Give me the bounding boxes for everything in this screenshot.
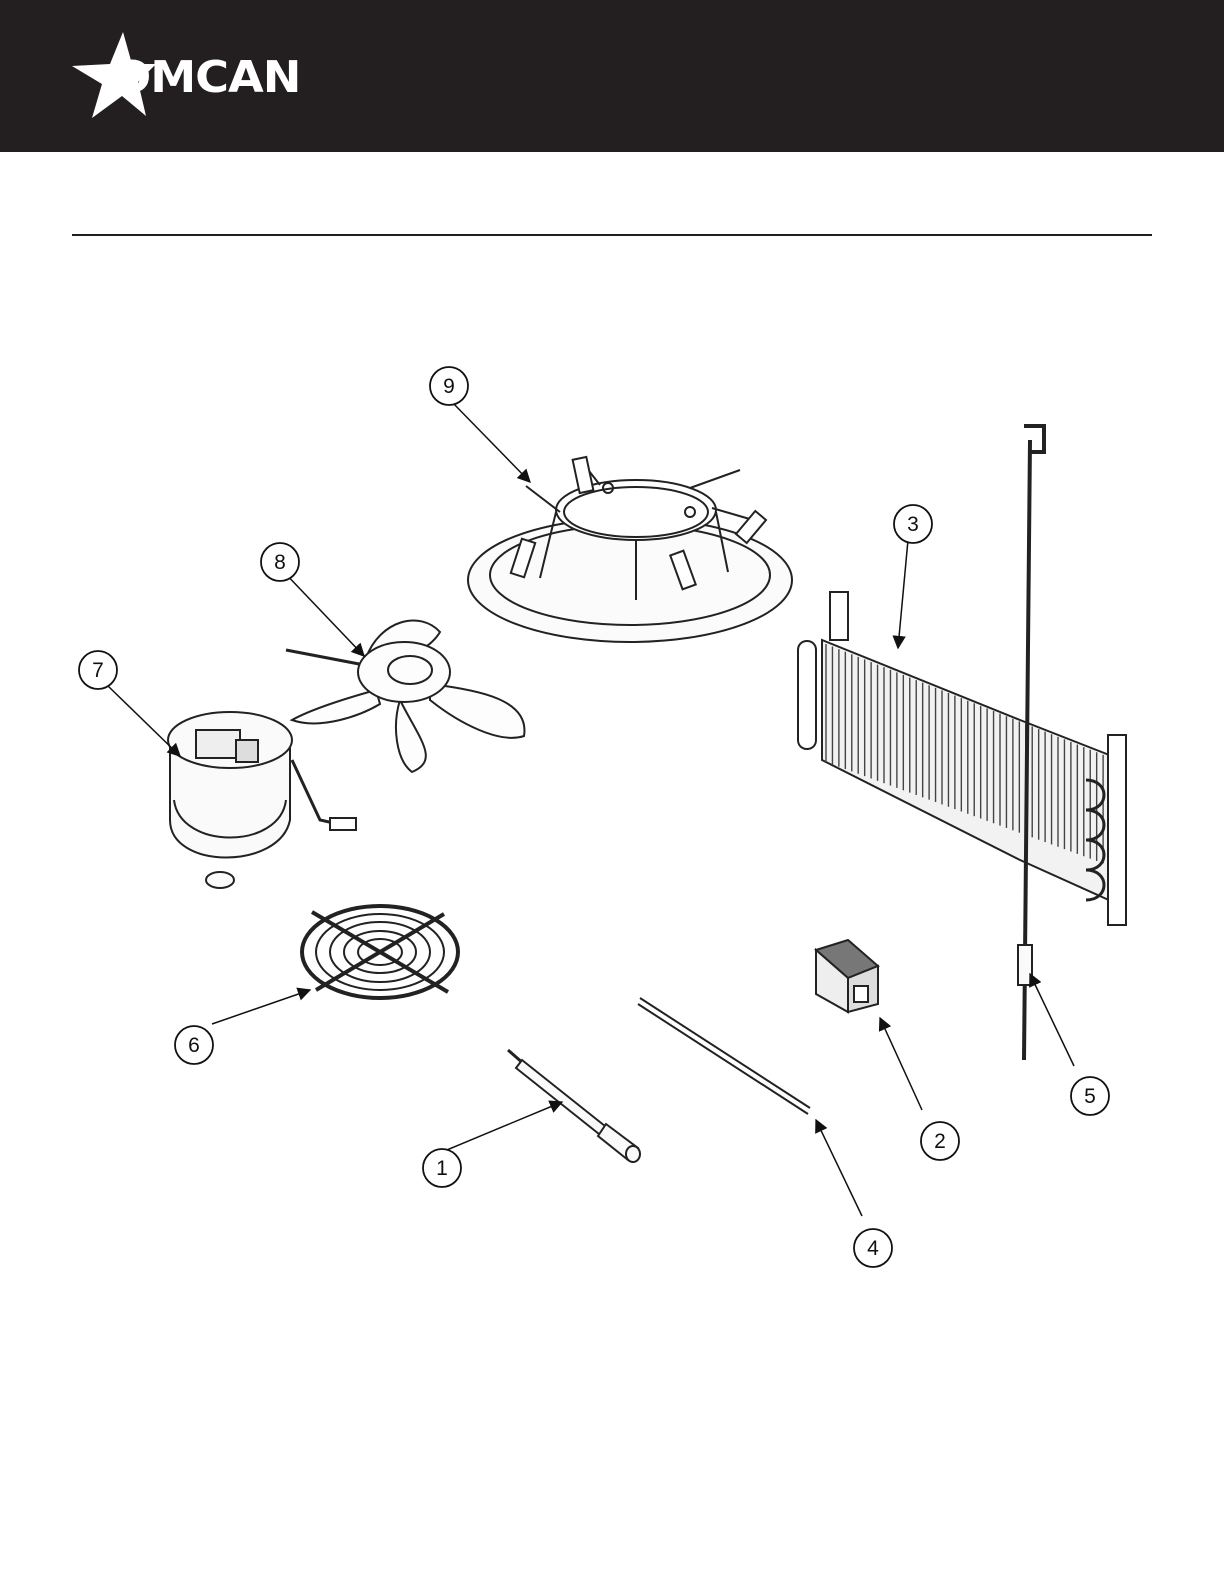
part-temperature-probe — [508, 1050, 640, 1162]
svg-text:1: 1 — [436, 1157, 448, 1180]
callout-7: 7 — [79, 651, 117, 689]
svg-text:9: 9 — [443, 375, 455, 398]
svg-text:3: 3 — [907, 513, 919, 536]
svg-text:2: 2 — [934, 1130, 946, 1153]
svg-text:6: 6 — [188, 1034, 200, 1057]
callout-6: 6 — [175, 1026, 213, 1064]
callout-1: 1 — [423, 1149, 461, 1187]
svg-text:8: 8 — [274, 551, 286, 574]
svg-text:7: 7 — [92, 659, 104, 682]
callout-4: 4 — [854, 1229, 892, 1267]
callout-5: 5 — [1071, 1077, 1109, 1115]
part-fan-motor — [168, 712, 356, 888]
svg-text:4: 4 — [867, 1237, 879, 1260]
callout-3: 3 — [894, 505, 932, 543]
part-fan-blade — [286, 620, 524, 772]
part-rocker-switch — [816, 940, 878, 1012]
part-fan-shroud — [468, 457, 792, 642]
part-evaporator-coil: /* fins drawn by script below */ — [798, 592, 1126, 925]
part-fan-guard — [302, 906, 458, 998]
callout-2: 2 — [921, 1122, 959, 1160]
part-heater-rod — [638, 998, 810, 1114]
callout-8: 8 — [261, 543, 299, 581]
callout-9: 9 — [430, 367, 468, 405]
svg-text:5: 5 — [1084, 1085, 1096, 1108]
